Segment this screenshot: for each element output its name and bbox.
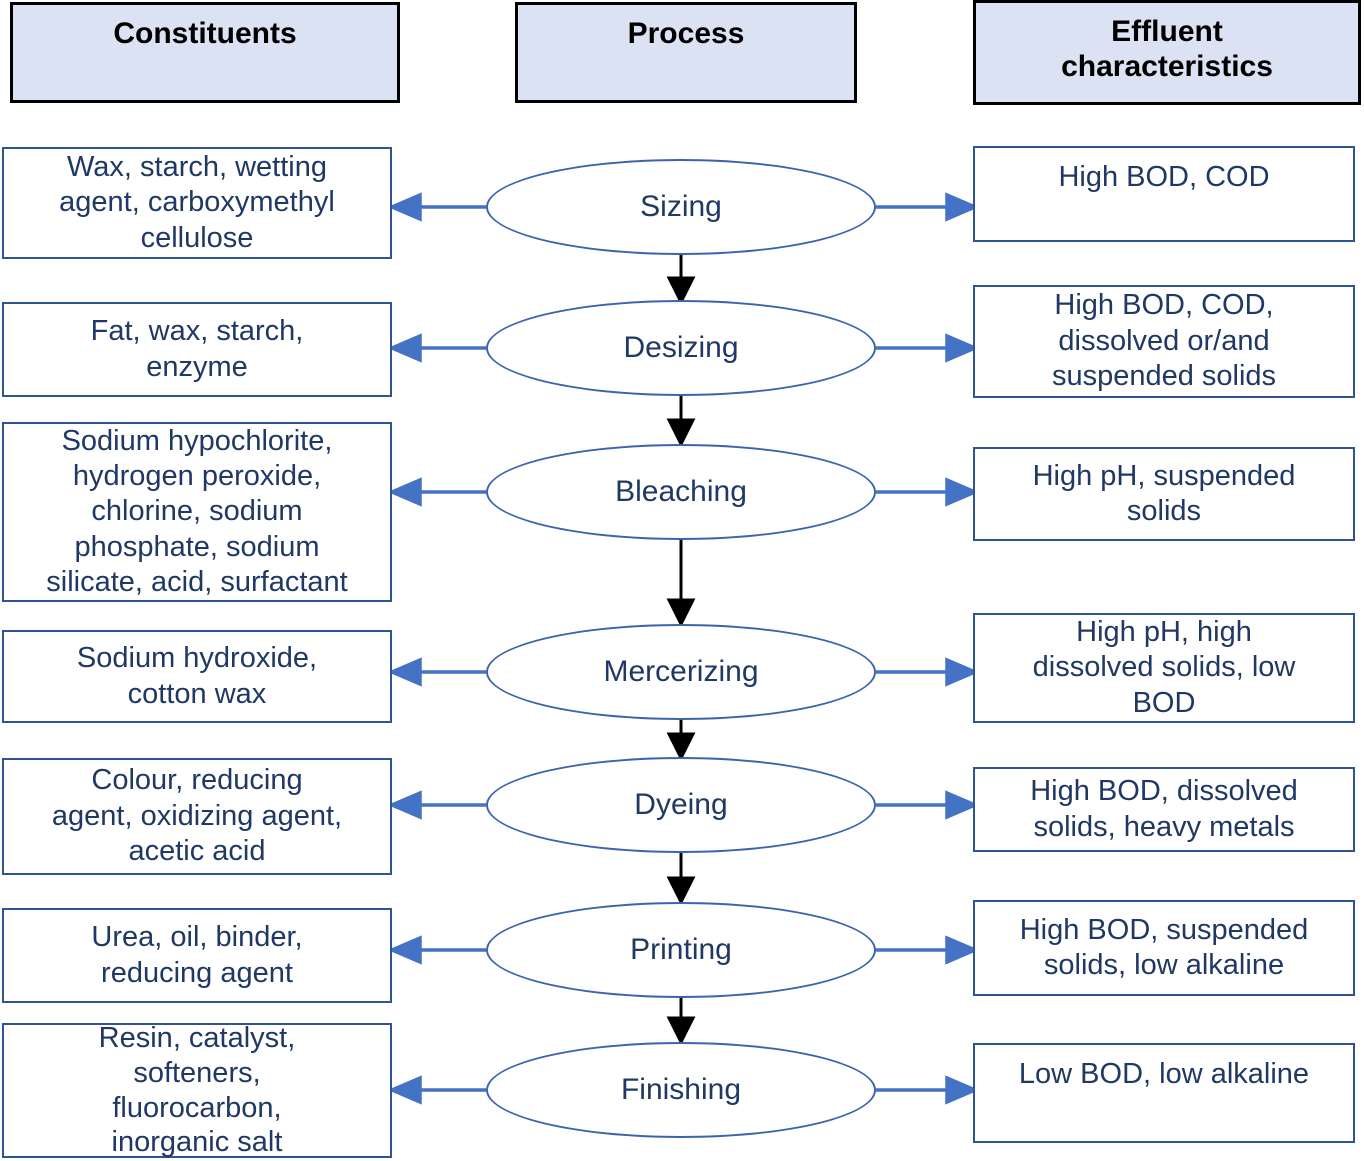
right-arrow-dyeing — [876, 790, 980, 820]
effluent-box-mercerizing: High pH, high dissolved solids, low BOD — [973, 613, 1355, 723]
constituent-arrows — [387, 192, 486, 1105]
constituents-box-desizing: Fat, wax, starch, enzyme — [2, 302, 392, 397]
right-arrow-bleaching — [876, 477, 980, 507]
process-ellipse-printing: Printing — [486, 902, 876, 998]
effluent-box-bleaching: High pH, suspended solids — [973, 447, 1355, 541]
header-constituents: Constituents — [10, 2, 400, 103]
process-ellipse-bleaching: Bleaching — [486, 444, 876, 540]
effluent-arrows — [876, 192, 980, 1105]
header-effluent-characteristics: Effluent characteristics — [973, 0, 1361, 105]
effluent-box-printing: High BOD, suspended solids, low alkaline — [973, 900, 1355, 996]
left-arrow-desizing — [387, 333, 486, 363]
constituents-box-printing: Urea, oil, binder, reducing agent — [2, 908, 392, 1003]
constituents-box-dyeing: Colour, reducing agent, oxidizing agent,… — [2, 758, 392, 875]
effluent-box-sizing: High BOD, COD — [973, 146, 1355, 242]
left-arrow-bleaching — [387, 477, 486, 507]
left-arrow-printing — [387, 935, 486, 965]
down-arrow-desizing-bleaching — [666, 396, 696, 448]
down-arrow-bleaching-mercerizing — [666, 540, 696, 628]
effluent-box-finishing: Low BOD, low alkaline — [973, 1043, 1355, 1143]
effluent-box-desizing: High BOD, COD, dissolved or/and suspende… — [973, 285, 1355, 398]
process-ellipse-desizing: Desizing — [486, 300, 876, 396]
down-arrow-mercerizing-dyeing — [666, 720, 696, 762]
right-arrow-desizing — [876, 333, 980, 363]
right-arrow-printing — [876, 935, 980, 965]
constituents-box-bleaching: Sodium hypochlorite, hydrogen peroxide, … — [2, 422, 392, 602]
down-arrow-dyeing-printing — [666, 853, 696, 906]
header-process: Process — [515, 2, 857, 103]
left-arrow-finishing — [387, 1075, 486, 1105]
effluent-box-dyeing: High BOD, dissolved solids, heavy metals — [973, 767, 1355, 852]
process-ellipse-finishing: Finishing — [486, 1042, 876, 1138]
constituents-box-sizing: Wax, starch, wetting agent, carboxymethy… — [2, 147, 392, 259]
left-arrow-mercerizing — [387, 657, 486, 687]
right-arrow-sizing — [876, 192, 980, 222]
process-flow-arrows — [666, 255, 696, 1046]
left-arrow-sizing — [387, 192, 486, 222]
down-arrow-sizing-desizing — [666, 255, 696, 306]
process-ellipse-mercerizing: Mercerizing — [486, 624, 876, 720]
process-ellipse-dyeing: Dyeing — [486, 757, 876, 853]
constituents-box-finishing: Resin, catalyst, softeners, fluorocarbon… — [2, 1022, 392, 1158]
constituents-box-mercerizing: Sodium hydroxide, cotton wax — [2, 630, 392, 723]
process-ellipse-sizing: Sizing — [486, 159, 876, 255]
right-arrow-finishing — [876, 1075, 980, 1105]
left-arrow-dyeing — [387, 790, 486, 820]
down-arrow-printing-finishing — [666, 998, 696, 1046]
right-arrow-mercerizing — [876, 657, 980, 687]
